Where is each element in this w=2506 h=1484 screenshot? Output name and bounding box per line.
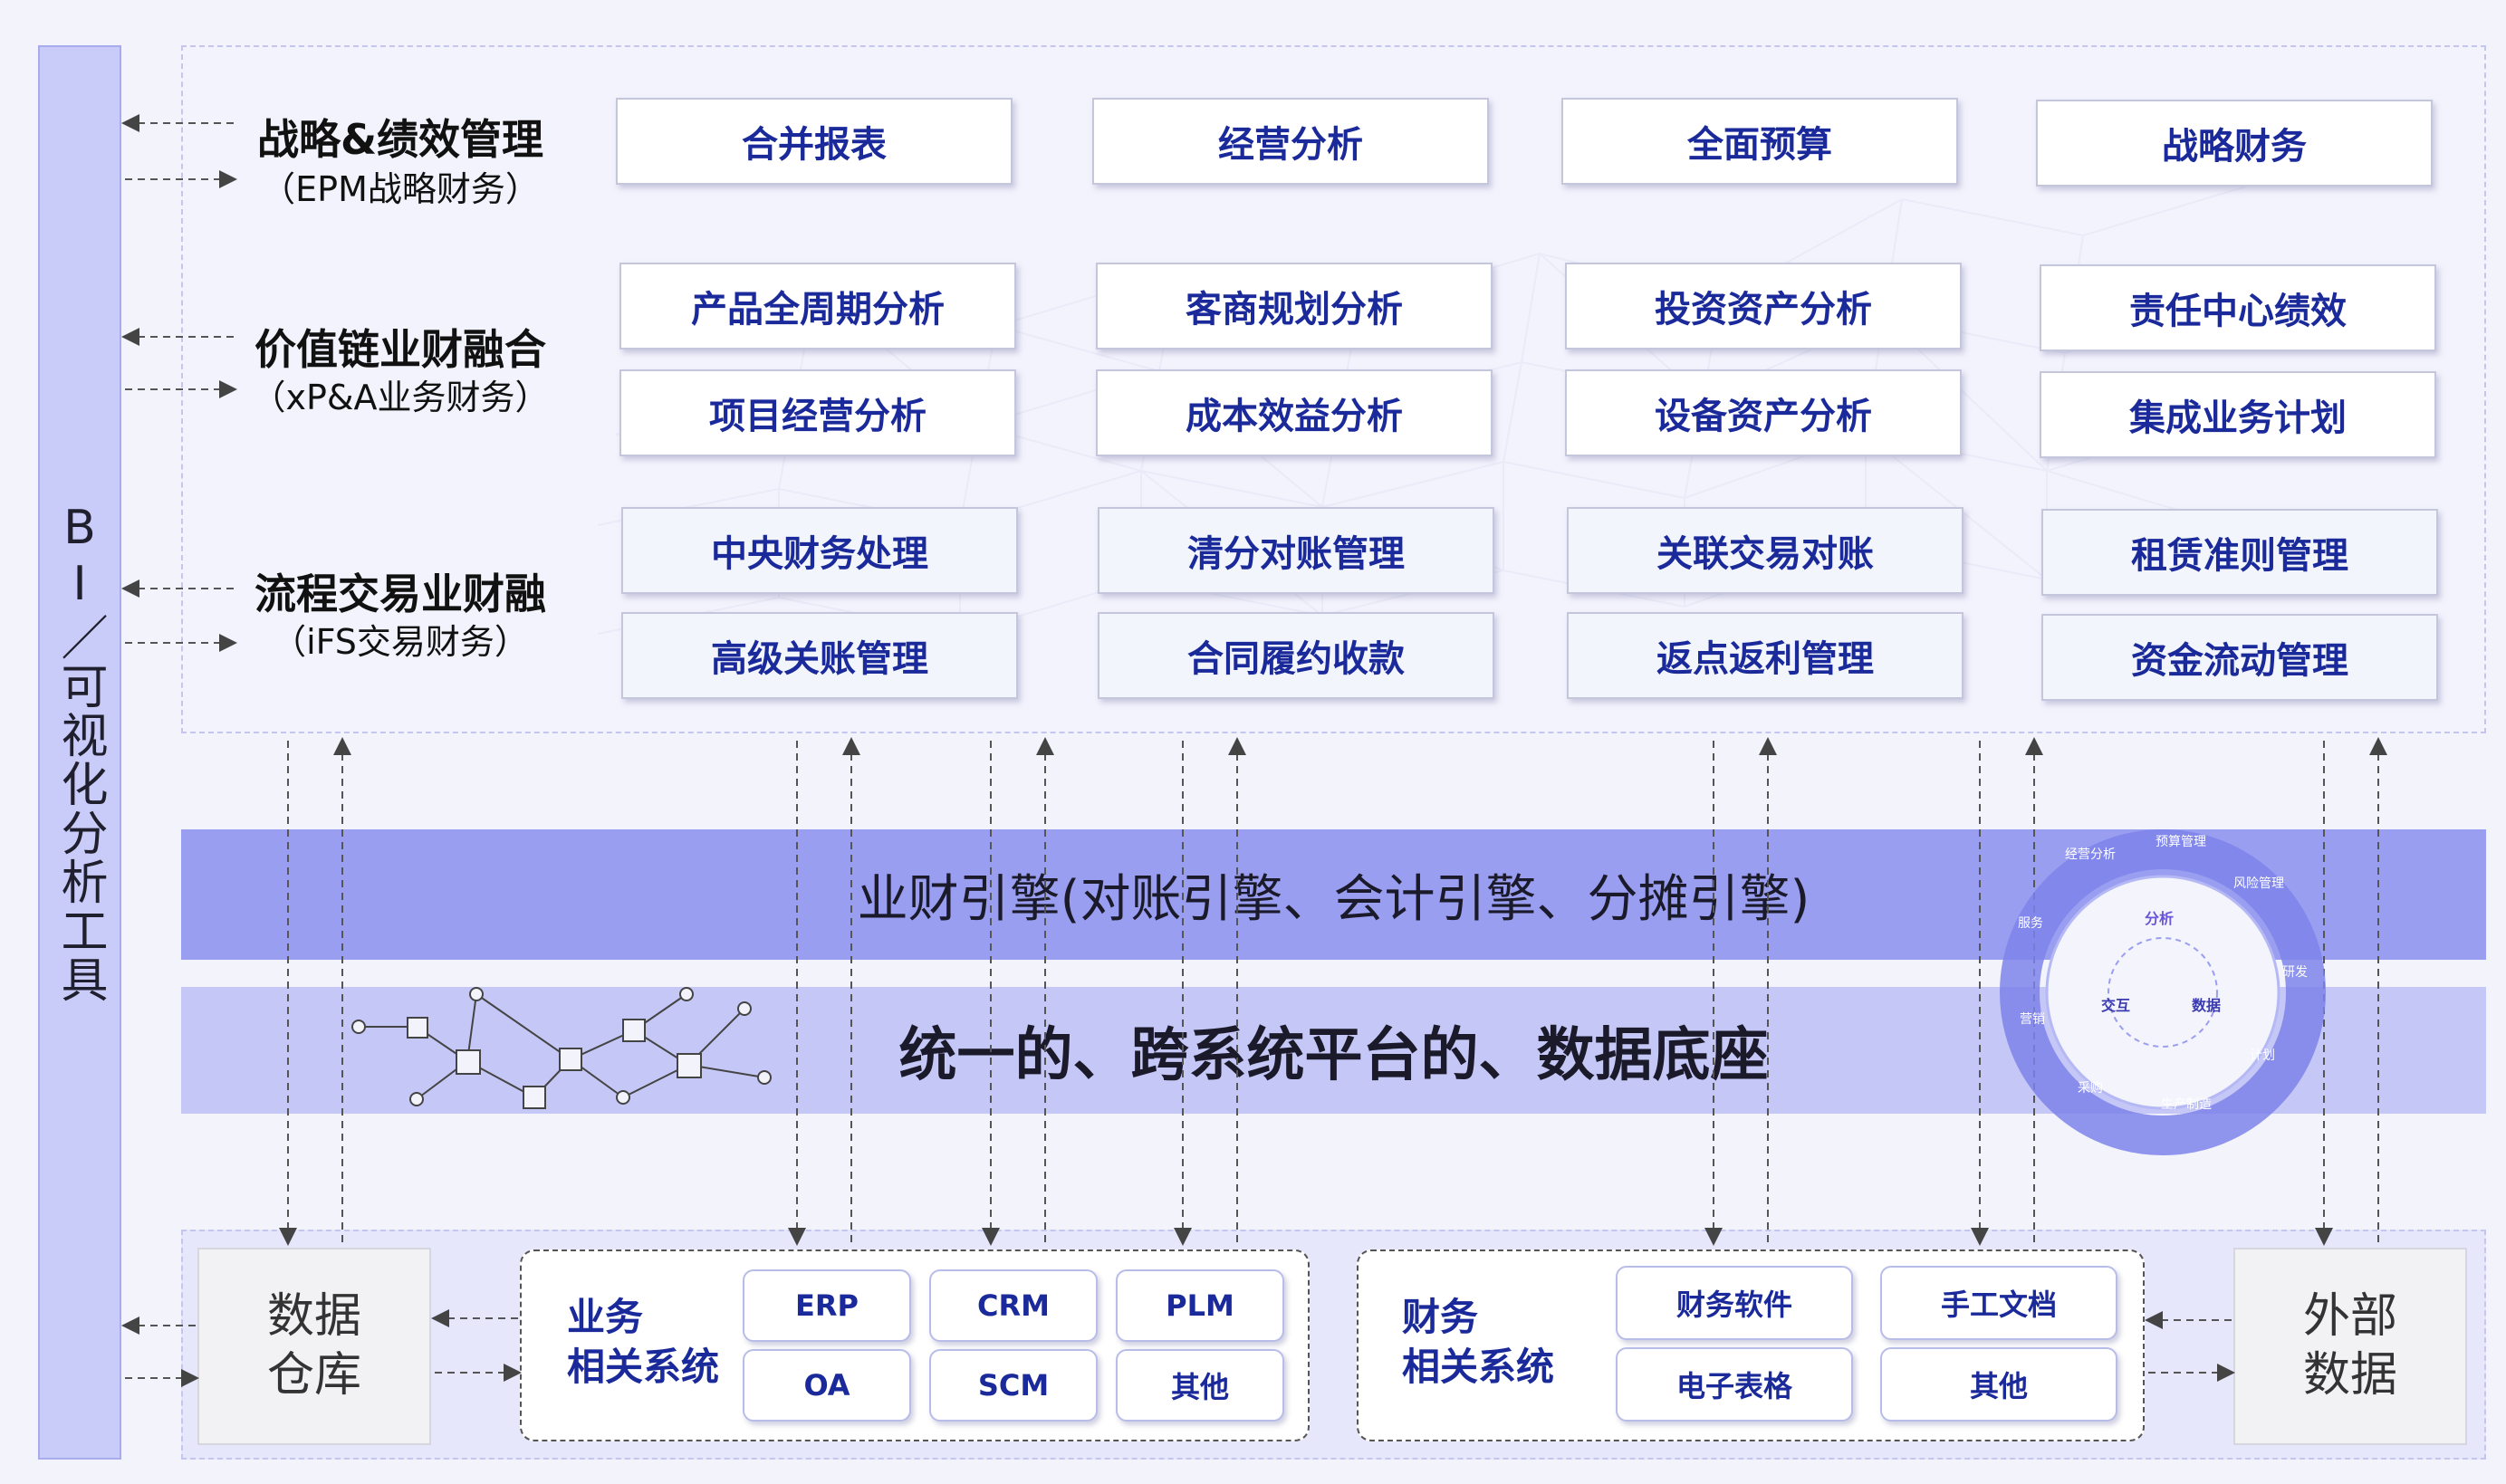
category-sub-epm: （EPM战略财务） <box>261 169 540 209</box>
ring-segment-0: 经营分析 <box>2065 847 2116 862</box>
box-product-lifecycle[interactable]: 产品全周期分析 <box>619 263 1016 349</box>
category-sub-ifs: （iFS交易财务） <box>272 622 529 662</box>
box-advanced-closing[interactable]: 高级关账管理 <box>621 612 1018 699</box>
system-crm[interactable]: CRM <box>929 1269 1098 1342</box>
system-finance-software[interactable]: 财务软件 <box>1616 1266 1853 1340</box>
business-systems-label: 业务 相关系统 <box>567 1295 720 1389</box>
box-responsibility-center[interactable]: 责任中心绩效 <box>2040 264 2436 351</box>
box-clearing-reconciliation[interactable]: 清分对账管理 <box>1098 507 1494 594</box>
box-integrated-planning[interactable]: 集成业务计划 <box>2040 371 2436 458</box>
ring-segment-5: 生产制造 <box>2161 1097 2212 1112</box>
network-cubes-icon <box>351 987 772 1109</box>
ring-inner-analysis: 分析 <box>2145 910 2174 927</box>
ring-inner-data: 数据 <box>2192 997 2221 1014</box>
system-other-finance[interactable]: 其他 <box>1880 1347 2117 1422</box>
box-contract-collection[interactable]: 合同履约收款 <box>1098 612 1494 699</box>
system-manual-documents[interactable]: 手工文档 <box>1880 1266 2117 1340</box>
box-full-budget[interactable]: 全面预算 <box>1561 98 1958 185</box>
engine-label: 业财引擎(对账引擎、会计引擎、分摊引擎) <box>857 869 1810 929</box>
category-sub-xpa: （xP&A业务财务） <box>251 378 550 417</box>
category-title-ifs: 流程交易业财融 <box>254 570 546 618</box>
box-lease-standard[interactable]: 租赁准则管理 <box>2041 509 2438 596</box>
ring-segment-3: 研发 <box>2282 965 2308 980</box>
category-title-epm: 战略&绩效管理 <box>256 115 544 164</box>
box-fund-flow[interactable]: 资金流动管理 <box>2041 614 2438 701</box>
ring-segment-1: 预算管理 <box>2156 835 2206 849</box>
box-central-finance[interactable]: 中央财务处理 <box>621 507 1018 594</box>
finance-systems-label: 财务 相关系统 <box>1402 1295 1555 1389</box>
bi-tools-label: BI／可视化分析工具 <box>53 501 107 1004</box>
system-spreadsheet[interactable]: 电子表格 <box>1616 1347 1853 1422</box>
ring-segment-2: 风险管理 <box>2233 876 2284 891</box>
ring-segment-7: 营销 <box>2020 1012 2045 1027</box>
ring-segment-4: 计划 <box>2250 1048 2275 1063</box>
system-scm[interactable]: SCM <box>929 1349 1098 1422</box>
system-other-business[interactable]: 其他 <box>1116 1349 1284 1422</box>
data-warehouse-box[interactable]: 数据 仓库 <box>197 1248 431 1445</box>
box-consolidated-report[interactable]: 合并报表 <box>616 98 1013 185</box>
box-strategic-finance[interactable]: 战略财务 <box>2036 100 2433 187</box>
ring-inner-interaction: 交互 <box>2101 997 2130 1014</box>
system-oa[interactable]: OA <box>743 1349 911 1422</box>
external-data-box[interactable]: 外部 数据 <box>2233 1248 2467 1445</box>
ring-segment-8: 服务 <box>2018 916 2043 931</box>
ring-segment-6: 采购 <box>2078 1081 2103 1096</box>
box-project-operation[interactable]: 项目经营分析 <box>619 369 1016 456</box>
box-operation-analysis[interactable]: 经营分析 <box>1092 98 1489 185</box>
box-rebate-management[interactable]: 返点返利管理 <box>1567 612 1964 699</box>
box-cost-benefit[interactable]: 成本效益分析 <box>1096 369 1493 456</box>
system-plm[interactable]: PLM <box>1116 1269 1284 1342</box>
box-related-transaction[interactable]: 关联交易对账 <box>1567 507 1964 594</box>
category-title-xpa: 价值链业财融合 <box>254 325 546 374</box>
platform-ring-icon: 经营分析 预算管理 风险管理 研发 计划 生产制造 采购 营销 服务 分析 交互… <box>2000 829 2326 1155</box>
bi-tools-bar: BI／可视化分析工具 <box>38 45 121 1460</box>
box-investment-asset[interactable]: 投资资产分析 <box>1565 263 1962 349</box>
box-equipment-asset[interactable]: 设备资产分析 <box>1565 369 1962 456</box>
box-customer-planning[interactable]: 客商规划分析 <box>1096 263 1493 349</box>
system-erp[interactable]: ERP <box>743 1269 911 1342</box>
data-foundation-label: 统一的、跨系统平台的、数据底座 <box>898 1022 1769 1089</box>
